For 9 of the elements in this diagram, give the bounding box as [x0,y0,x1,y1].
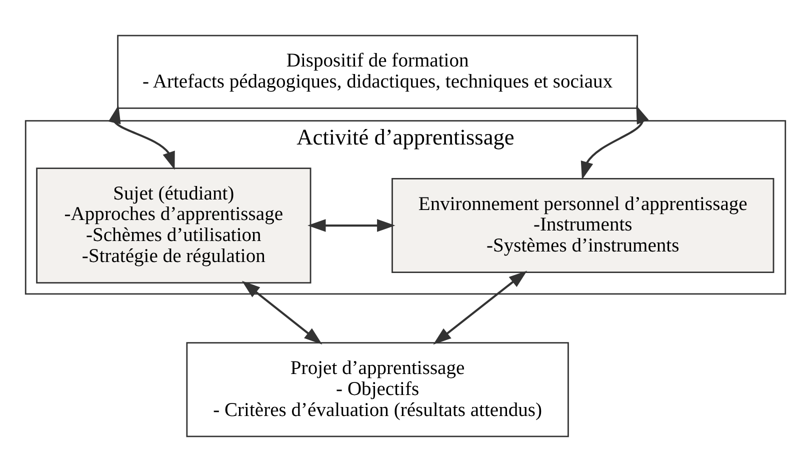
arrow [580,105,649,180]
arrow [242,280,322,344]
node-box: Environnement personnel d’apprentissage -Instruments -Systèmes d’instruments [392,178,774,273]
arrow [308,219,396,232]
node-box: Sujet (étudiant) -Approches d’apprentissage -Schèmes d’utilisation -Stratégie de régulation [36,168,312,284]
node-box: Projet d’apprentissage - Objectifs - Critères d’évaluation (résultats attendus) [186,342,569,438]
node-box: Dispositif de formation - Artefacts pédagogiques, didactiques, techniques et sociaux [117,34,638,109]
arrow [108,105,175,170]
arrow [433,270,528,345]
